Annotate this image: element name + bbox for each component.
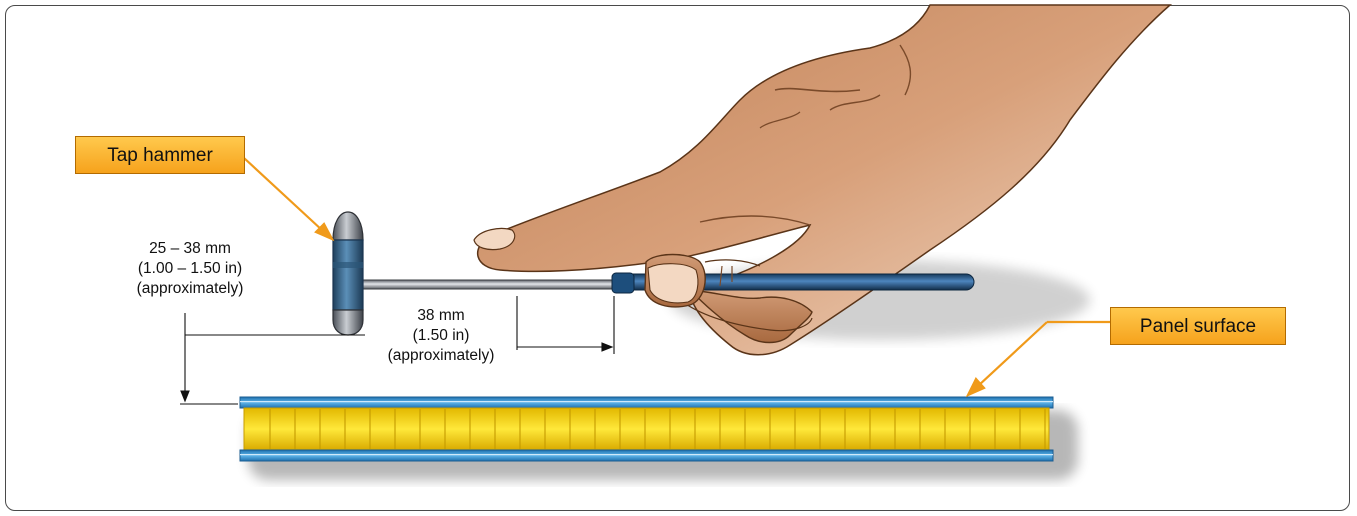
grip-dimension-label: 38 mm (1.50 in) (approximately) (370, 306, 512, 366)
height-dimension (180, 313, 365, 405)
honeycomb-panel (239, 396, 1054, 462)
height-dimension-qualifier: (approximately) (136, 280, 244, 297)
grip-dimension (516, 296, 615, 354)
tap-hammer-callout: Tap hammer (75, 136, 245, 174)
height-dimension-imperial: (1.00 – 1.50 in) (137, 260, 243, 277)
height-dimension-metric: 25 – 38 mm (149, 240, 231, 257)
grip-dimension-qualifier: (approximately) (387, 347, 495, 364)
panel-surface-leader (965, 320, 1111, 398)
hand (473, 4, 1172, 356)
grip-dimension-imperial: (1.50 in) (412, 327, 470, 344)
tap-hammer-leader (243, 157, 335, 242)
thumb (644, 253, 761, 308)
height-dimension-label: 25 – 38 mm (1.00 – 1.50 in) (approximate… (115, 239, 265, 299)
grip-dimension-metric: 38 mm (417, 307, 465, 324)
panel-surface-callout: Panel surface (1110, 307, 1286, 345)
